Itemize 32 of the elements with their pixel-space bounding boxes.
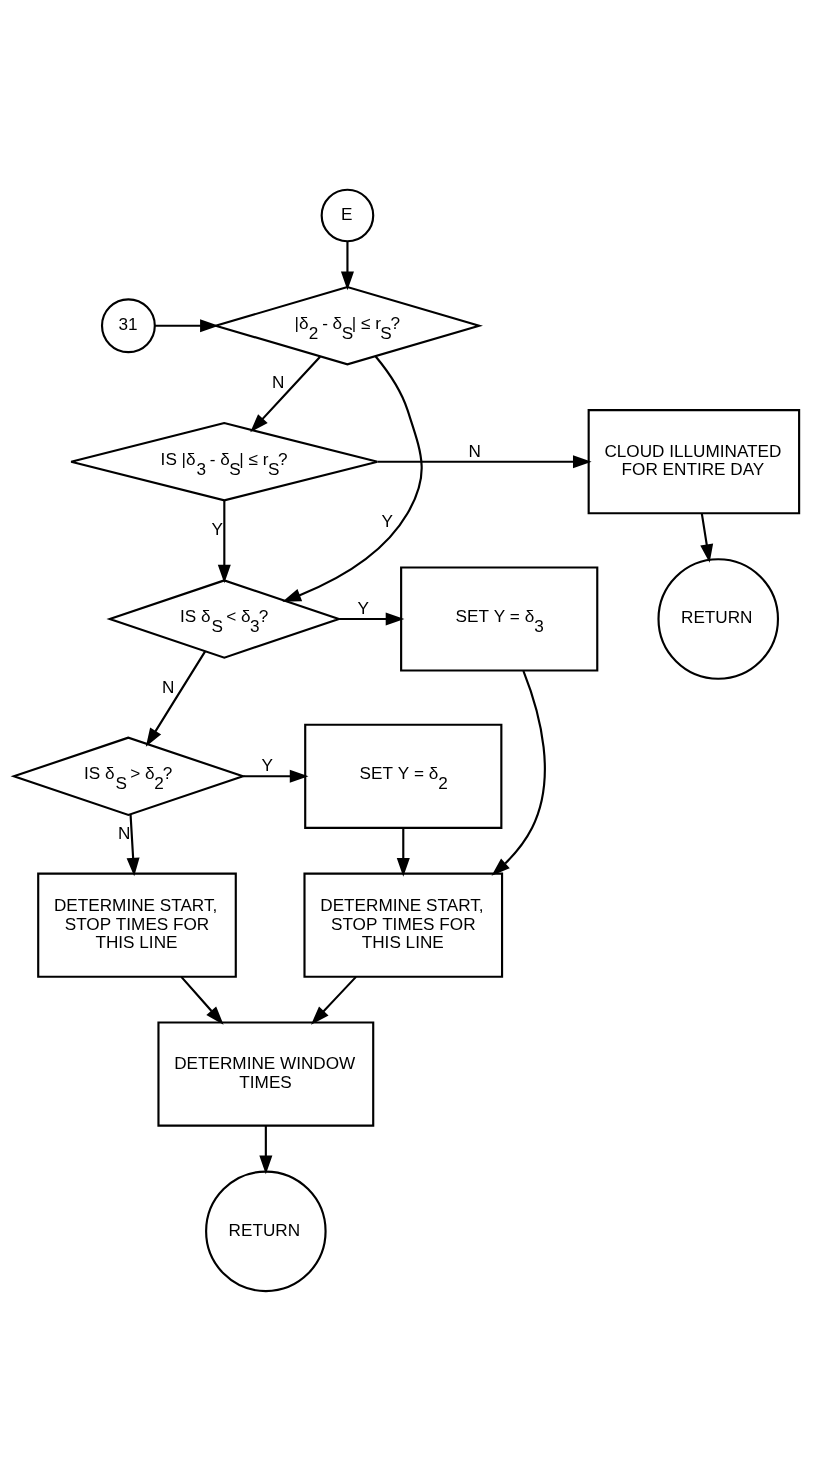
arrow bbox=[250, 355, 321, 433]
arrow bbox=[340, 241, 354, 291]
node-box: DETERMINE START, STOP TIMES FOR THIS LINE bbox=[37, 872, 237, 978]
edge-label: N bbox=[162, 676, 175, 697]
node-box: DETERMINE START, STOP TIMES FOR THIS LINE bbox=[303, 872, 504, 978]
edge-label: Y bbox=[381, 511, 393, 532]
arrow bbox=[217, 500, 231, 584]
arrow bbox=[700, 513, 714, 563]
arrow bbox=[154, 319, 219, 333]
arrow bbox=[243, 769, 309, 783]
node-circle: 31 bbox=[100, 298, 156, 354]
edge-label: N bbox=[117, 822, 131, 843]
edge-label: N bbox=[271, 372, 285, 393]
edge-label: N bbox=[468, 440, 481, 461]
node-box: DETERMINE WINDOW TIMES bbox=[157, 1021, 375, 1127]
node-circle: RETURN bbox=[205, 1170, 327, 1293]
arrow bbox=[311, 976, 357, 1025]
edge-label: Y bbox=[211, 519, 223, 540]
arrow bbox=[126, 814, 140, 877]
arrow bbox=[491, 670, 546, 876]
arrow bbox=[377, 455, 592, 469]
arrow bbox=[145, 650, 207, 747]
edge-label: Y bbox=[261, 755, 273, 776]
node-circle: RETURN bbox=[657, 558, 780, 680]
arrow bbox=[339, 612, 405, 626]
arrow bbox=[180, 976, 224, 1025]
node-box: CLOUD ILLUMINATED FOR ENTIRE DAY bbox=[587, 409, 801, 515]
node-circle: E bbox=[320, 188, 375, 243]
arrow bbox=[282, 355, 423, 602]
arrow bbox=[259, 1125, 273, 1175]
arrow bbox=[396, 827, 410, 877]
edge-label: Y bbox=[357, 598, 369, 619]
